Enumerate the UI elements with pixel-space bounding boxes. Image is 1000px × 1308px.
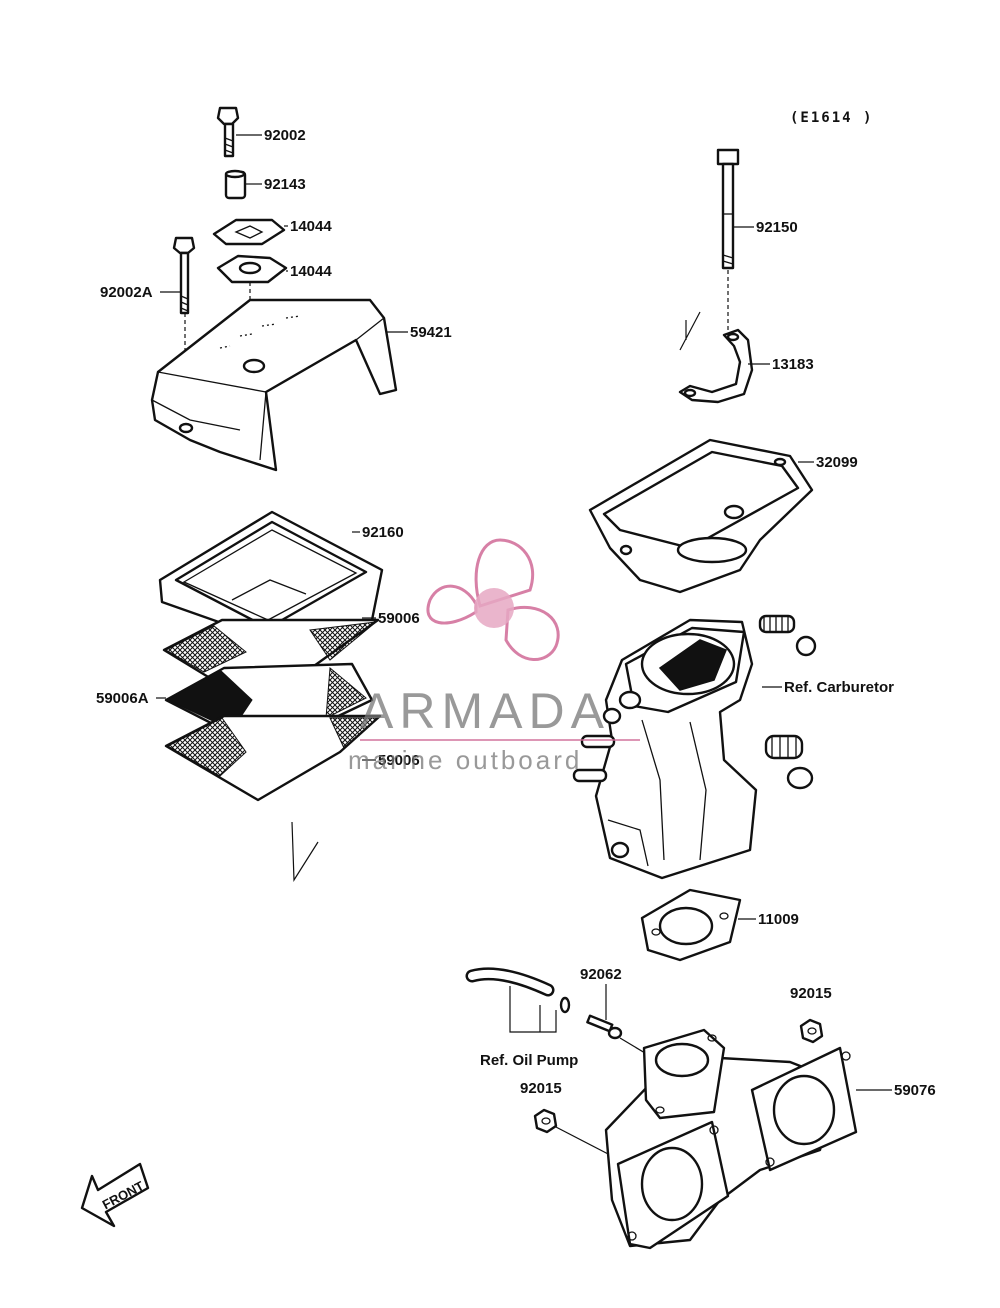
label-11009: 11009	[758, 911, 799, 928]
clamp-14044-upper	[212, 218, 286, 246]
front-arrow: FRONT	[80, 1162, 150, 1228]
label-92015-left: 92015	[520, 1080, 562, 1097]
air-case-32099	[588, 438, 814, 594]
label-92143: 92143	[264, 176, 306, 193]
label-59006A: 59006A	[96, 690, 149, 707]
label-92002A: 92002A	[100, 284, 153, 301]
collar-92143	[224, 169, 247, 200]
label-32099: 32099	[816, 454, 858, 471]
bracket-13183	[678, 328, 754, 404]
label-92002: 92002	[264, 127, 306, 144]
propeller-icon	[426, 538, 560, 661]
label-59006-lower: 59006	[378, 752, 420, 769]
watermark-name: ARMADA	[360, 683, 610, 739]
label-92015-right: 92015	[790, 985, 832, 1002]
label-14044-lower: 14044	[290, 263, 332, 280]
label-59421: 59421	[410, 324, 452, 341]
label-92160: 92160	[362, 524, 404, 541]
carburetor	[572, 614, 817, 880]
label-59076: 59076	[894, 1082, 936, 1099]
bolt-92002A	[172, 236, 196, 315]
screen-59006-lower	[164, 714, 382, 802]
watermark-tagline: marine outboard	[348, 745, 582, 775]
label-14044-upper: 14044	[290, 218, 332, 235]
cover-59421	[150, 298, 398, 472]
bolt-92002	[216, 106, 240, 158]
label-ref-oil-pump: Ref. Oil Pump	[480, 1052, 578, 1069]
label-92062: 92062	[580, 966, 622, 983]
oil-hose	[465, 967, 571, 1014]
diagram-code: (E1614 )	[790, 110, 873, 126]
label-ref-carburetor: Ref. Carburetor	[784, 679, 894, 696]
manifold-59076	[604, 1028, 858, 1250]
nut-92015-left	[533, 1108, 558, 1134]
label-13183: 13183	[772, 356, 814, 373]
gasket-11009	[640, 888, 742, 962]
nut-92015-right	[799, 1018, 824, 1044]
label-59006-upper: 59006	[378, 610, 420, 627]
clamp-14044-lower	[216, 254, 288, 284]
fitting-92062	[586, 1014, 623, 1040]
bolt-92150	[716, 148, 740, 270]
gasket-92160	[158, 510, 384, 642]
watermark-logo: ARMADA marine outboard	[348, 538, 640, 775]
label-92150: 92150	[756, 219, 798, 236]
